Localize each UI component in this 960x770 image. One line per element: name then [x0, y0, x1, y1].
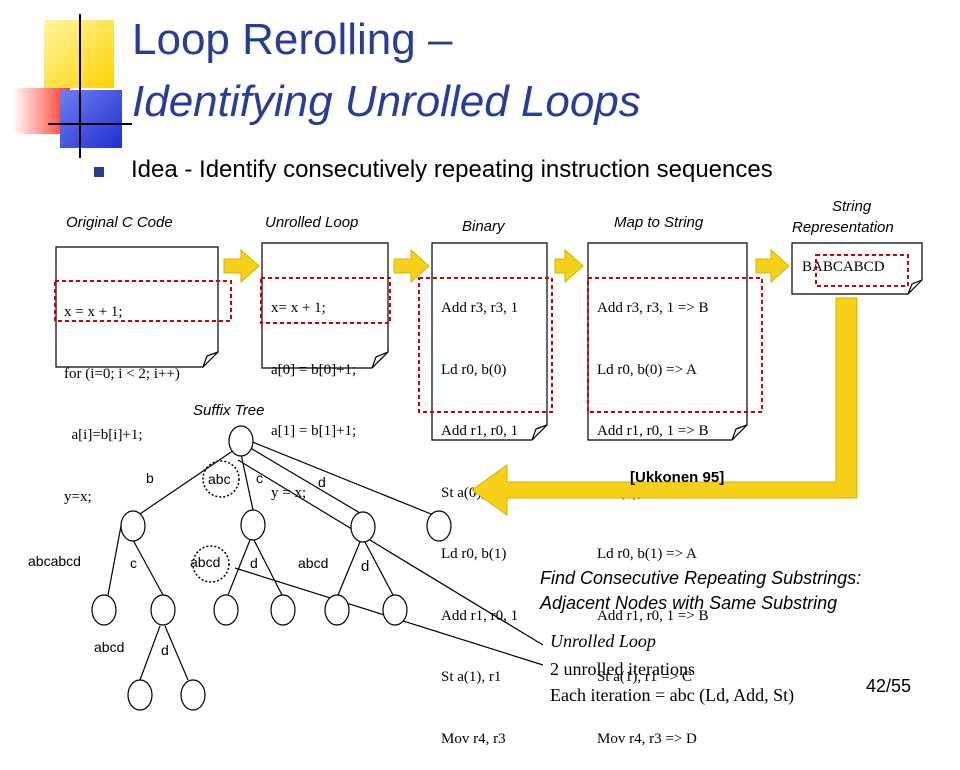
- edge-label-abcd-mid: abcd: [190, 554, 221, 570]
- bullet-marker: [94, 167, 104, 177]
- page-subtitle: Identifying Unrolled Loops: [132, 77, 641, 126]
- page-number: 42/55: [866, 676, 912, 696]
- tree-node: [270, 594, 296, 626]
- label-unrolled-loop: Unrolled Loop: [265, 214, 359, 231]
- suffix-tree-label: Suffix Tree: [193, 402, 265, 419]
- arrow-2: [393, 248, 430, 284]
- arrow-4: [755, 248, 790, 284]
- code-line: Add r1, r0, 1 => B: [597, 607, 709, 624]
- tree-node: [228, 425, 254, 457]
- find-line-1: Find Consecutive Repeating Substrings:: [540, 568, 862, 588]
- code-line: St a(1), r1 => C: [597, 669, 692, 685]
- code-line: for (i=0; i < 2; i++): [64, 365, 180, 382]
- edge-label-abcabcd: abcabcd: [28, 553, 81, 569]
- edge-label-c-left: c: [130, 555, 137, 571]
- code-line: St a(0), r1: [441, 484, 502, 501]
- label-string-representation-2: Representation: [792, 219, 894, 236]
- corner-decoration: [12, 14, 132, 158]
- code-line: x= x + 1;: [271, 300, 326, 316]
- label-original-c-code: Original C Code: [66, 214, 173, 231]
- code-line: y=x;: [64, 488, 92, 505]
- code-line: Add r1, r0, 1 => B: [597, 423, 709, 439]
- code-line: St a(1), r1: [441, 669, 502, 685]
- code-line: Add r1, r0, 1: [441, 607, 519, 624]
- code-line: Ld r0, b(1): [441, 546, 507, 562]
- edge-label-c: c: [256, 470, 263, 486]
- tree-node: [324, 594, 350, 626]
- edge-label-abcd-bottom: abcd: [94, 639, 125, 655]
- code-line: Mov r4, r3: [441, 730, 506, 747]
- code-line: a[i]=b[i]+1;: [64, 427, 143, 443]
- unrolled-code: x= x + 1; a[0] = b[0]+1; a[1] = b[1]+1; …: [271, 257, 356, 524]
- edge-label-abcd-right: abcd: [298, 555, 329, 571]
- note-iterations: 2 unrolled iterations: [550, 659, 695, 679]
- note-each-iteration: Each iteration = abc (Ld, Add, St): [550, 685, 795, 705]
- find-line-2: Adjacent Nodes with Same Substring: [540, 593, 838, 613]
- code-line: y = x;: [271, 484, 307, 501]
- tree-node: [240, 509, 266, 541]
- code-line: a[1] = b[1]+1;: [271, 423, 357, 439]
- code-line: Add r3, r3, 1 => B: [597, 300, 709, 316]
- code-line: Add r1, r0, 1: [441, 423, 519, 439]
- tree-node: [180, 679, 206, 711]
- tree-node: [213, 594, 239, 626]
- edge-label-d-mid: d: [250, 555, 258, 571]
- binary-code: Add r3, r3, 1 Ld r0, b(0) Add r1, r0, 1 …: [441, 257, 518, 770]
- original-code: x = x + 1; for (i=0; i < 2; i++) a[i]=b[…: [64, 261, 180, 528]
- label-map-to-string: Map to String: [614, 214, 704, 231]
- tree-node: [150, 594, 176, 626]
- edge-label-d-right: d: [361, 558, 370, 575]
- arrow-3: [554, 248, 584, 284]
- code-line: Mov r4, r3 => D: [597, 730, 697, 747]
- edge-label-abc: abc: [208, 471, 231, 487]
- code-line: Ld r0, b(0): [441, 361, 507, 378]
- edge-label-b: b: [146, 470, 154, 486]
- code-line: Ld r0, b(1) => A: [597, 546, 697, 562]
- edge-label-d-bottom: d: [161, 642, 169, 658]
- string-value: BABCABCD: [802, 259, 885, 275]
- page-title: Loop Rerolling –: [132, 15, 453, 64]
- code-line: Add r3, r3, 1: [441, 300, 519, 316]
- bullet-text: Idea - Identify consecutively repeating …: [131, 156, 773, 183]
- ukkonen-citation: [Ukkonen 95]: [630, 469, 725, 486]
- label-binary: Binary: [462, 218, 505, 235]
- edge-label-d-top: d: [318, 474, 326, 490]
- arrow-1: [223, 248, 260, 284]
- tree-node: [127, 679, 153, 711]
- tree-node: [382, 594, 408, 626]
- code-line: x = x + 1;: [64, 304, 123, 320]
- tree-node: [91, 594, 117, 626]
- label-string-representation-1: String: [832, 198, 872, 215]
- code-line: Ld r0, b(0) => A: [597, 361, 697, 378]
- code-line: a[0] = b[0]+1;: [271, 361, 357, 378]
- note-unrolled-loop: Unrolled Loop: [550, 631, 656, 651]
